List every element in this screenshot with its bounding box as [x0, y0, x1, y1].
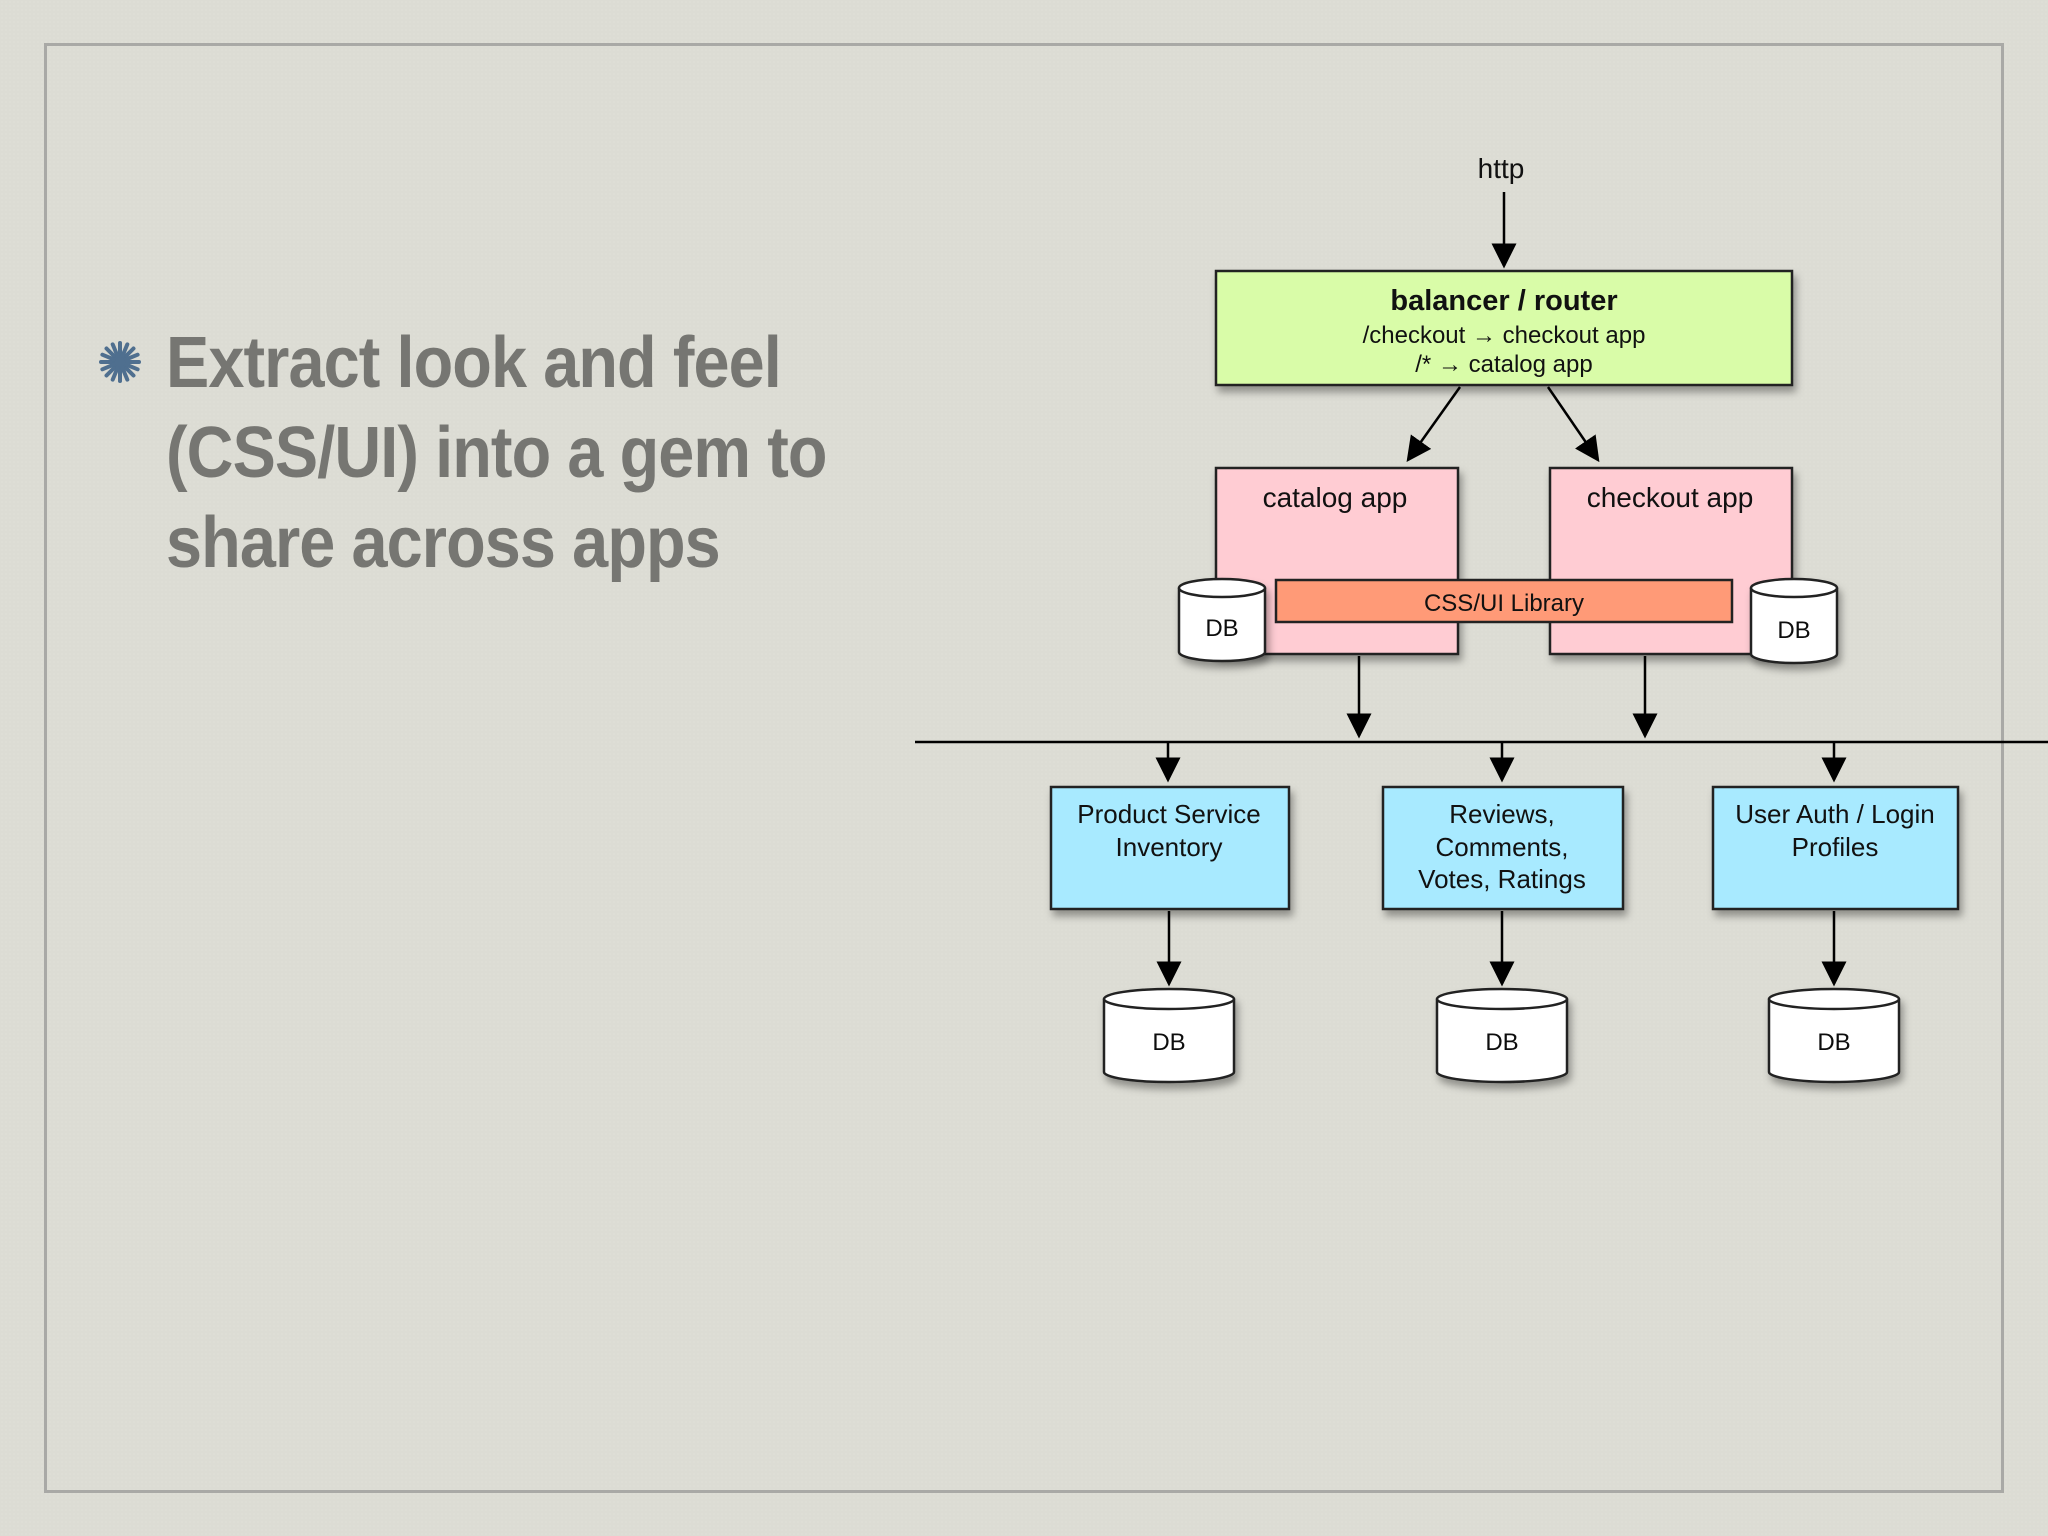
- product-service-line2: Inventory: [1116, 832, 1223, 862]
- reviews-service-line3: Votes, Ratings: [1418, 864, 1586, 894]
- checkout-db-cylinder: DB: [1749, 577, 1839, 665]
- checkout-app-label: checkout app: [1587, 482, 1754, 513]
- router-to-checkout-arrow: [1546, 386, 1600, 463]
- catalog-app-label: catalog app: [1263, 482, 1408, 513]
- reviews-service-box: Reviews, Comments, Votes, Ratings: [1381, 785, 1625, 911]
- product-service-line1: Product Service: [1077, 799, 1261, 829]
- router-route-checkout: /checkout → checkout app: [1363, 322, 1646, 349]
- checkout-db-label: DB: [1777, 617, 1810, 644]
- slide-frame: [44, 43, 2004, 1493]
- router-to-catalog-arrow: [1406, 386, 1462, 463]
- reviews-service-line1: Reviews,: [1449, 799, 1554, 829]
- css-ui-library-box: CSS/UI Library: [1274, 578, 1734, 624]
- user-auth-service-line1: User Auth / Login: [1735, 799, 1934, 829]
- http-label: http: [1478, 153, 1525, 184]
- reviews-db-cylinder: DB: [1435, 987, 1569, 1084]
- css-ui-library-label: CSS/UI Library: [1424, 590, 1584, 617]
- product-service-box: Product Service Inventory: [1049, 785, 1291, 911]
- asterisk-bullet-icon: [99, 341, 141, 383]
- reviews-db-label: DB: [1485, 1029, 1518, 1056]
- router-route-catalog: /* → catalog app: [1415, 351, 1592, 378]
- bullet-text: Extract look and feel (CSS/UI) into a ge…: [166, 323, 827, 583]
- product-db-label: DB: [1152, 1029, 1185, 1056]
- router-title: balancer / router: [1390, 285, 1617, 317]
- balancer-router-box: balancer / router /checkout → checkout a…: [1214, 269, 1794, 387]
- product-db-cylinder: DB: [1102, 987, 1236, 1084]
- catalog-db-cylinder: DB: [1177, 577, 1267, 663]
- userauth-db-cylinder: DB: [1767, 987, 1901, 1084]
- user-auth-service-line2: Profiles: [1792, 832, 1879, 862]
- reviews-service-line2: Comments,: [1436, 832, 1569, 862]
- user-auth-service-box: User Auth / Login Profiles: [1711, 785, 1960, 911]
- catalog-db-label: DB: [1205, 615, 1238, 642]
- userauth-db-label: DB: [1817, 1029, 1850, 1056]
